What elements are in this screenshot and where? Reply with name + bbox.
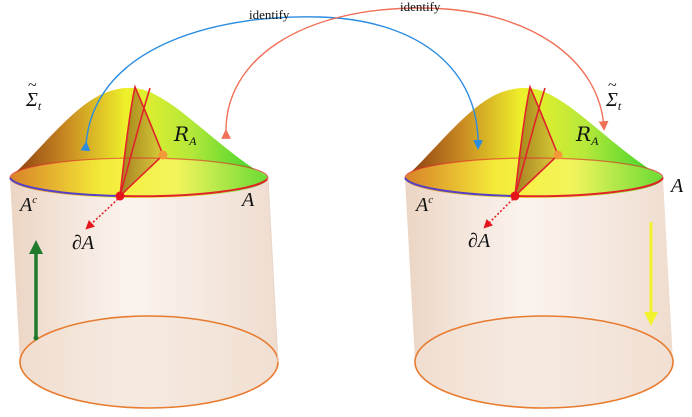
left-bottom-rim [19,315,279,409]
boundary-label-right: ∂A [468,230,491,252]
sigma-sub-left: t [37,99,42,113]
identify-arrow-blue [80,16,484,152]
region-symbol-right: R [576,122,592,146]
left-green-time-arrow [29,240,43,341]
right-boundary-point [510,191,520,201]
ac-symbol-right: A [416,194,429,216]
right-bottom-rim [414,315,674,409]
right-region-wedge-front [514,87,546,197]
right-region-ac-edge [404,177,516,197]
left-boundary-arrow [85,198,119,230]
ac-sup-left: c [32,194,38,206]
a-label-right: A [671,175,684,197]
left-region-point [158,150,168,160]
right-region-a-edge [514,177,664,198]
identify-label-right: identify [400,0,441,14]
left-back-rim [9,157,269,179]
sigma-t-left-label: Σt [26,78,42,113]
identify-arrow-salmon [221,7,609,139]
left-side-line [267,177,279,363]
ac-label-left: Ac [20,194,38,216]
a-label-left: A [242,189,255,211]
sigma-sub-right: t [617,99,622,113]
right-cylinder [404,84,674,409]
region-label-left: RA [174,124,196,147]
region-symbol-left: R [174,122,190,146]
sigma-symbol-left: Σ [26,78,38,110]
right-yellow-time-arrow [644,222,658,326]
sigma-symbol-right: Σ [606,78,618,110]
right-back-rim [404,157,664,179]
right-region-point [553,150,563,160]
left-region-a-edge [119,177,269,198]
ac-sup-right: c [428,194,434,206]
region-label-right: RA [576,124,598,147]
ac-label-right: Ac [416,194,434,216]
left-region-ac-edge [9,177,121,197]
identify-label-left: identify [249,7,290,22]
region-sub-left: A [189,134,197,148]
region-sub-right: A [591,134,599,148]
left-boundary-point [115,191,125,201]
boundary-label-left: ∂A [72,232,95,254]
sigma-t-right-label: Σt [606,78,622,113]
left-cylinder [9,84,279,409]
ac-symbol-left: A [20,194,33,216]
